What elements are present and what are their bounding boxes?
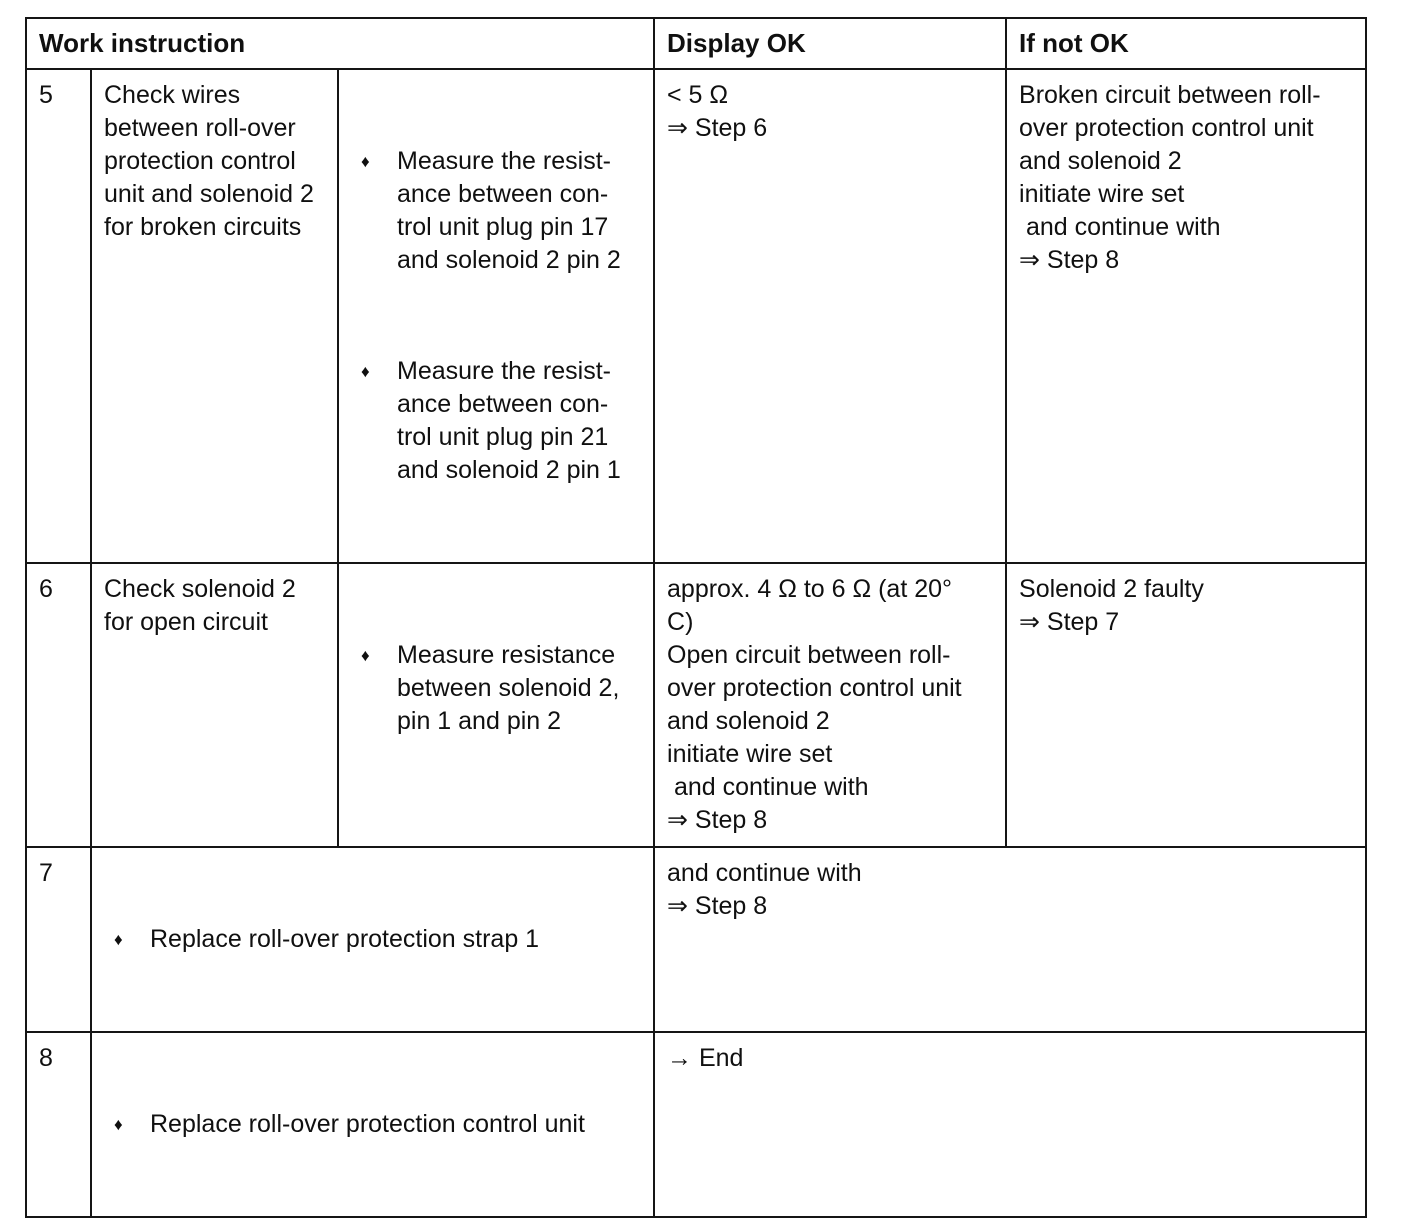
display-ok-cell: < 5 Ω ⇒ Step 6 (653, 68, 1008, 564)
action-item: ♦ Measure the resist- ance between con- … (351, 145, 641, 277)
table-row-step-8: 8 ♦ Replace roll-over protection control… (25, 1031, 1368, 1218)
actions-cell: ♦ Measure resistance between solenoid 2,… (336, 562, 656, 848)
action-item: ♦ Replace roll-over protection control u… (104, 1108, 641, 1141)
step-number: 7 (25, 846, 92, 1033)
manual-page: Work instruction Display OK If not OK 5 … (24, 17, 1368, 1218)
merged-action-cell: ♦ Replace roll-over protection strap 1 (89, 846, 656, 1033)
action-text: Measure resistance between solenoid 2, p… (397, 641, 620, 735)
table-row-step-7: 7 ♦ Replace roll-over protection strap 1… (25, 846, 1368, 1033)
table-row-step-5: 5 Check wires between roll-over protecti… (25, 68, 1368, 564)
action-text: Replace roll-over protection strap 1 (150, 925, 540, 953)
header-if-not-ok: If not OK (1005, 17, 1368, 70)
result-cell: and continue with ⇒ Step 8 (653, 846, 1368, 1033)
table-row-step-6: 6 Check solenoid 2 for open circuit ♦ Me… (25, 562, 1368, 848)
step-number: 6 (25, 562, 92, 848)
diamond-bullet-icon: ♦ (361, 362, 370, 381)
if-not-ok-cell: Broken circuit between roll- over protec… (1005, 68, 1368, 564)
task-cell: Check solenoid 2 for open circuit (90, 562, 339, 848)
task-cell: Check wires between roll-over protection… (90, 68, 339, 564)
header-display-ok: Display OK (653, 17, 1008, 70)
action-text: Measure the resist- ance between con- tr… (397, 357, 621, 484)
action-item: ♦ Replace roll-over protection strap 1 (104, 923, 641, 956)
if-not-ok-cell: Solenoid 2 faulty ⇒ Step 7 (1005, 562, 1368, 848)
diamond-bullet-icon: ♦ (114, 1115, 123, 1134)
header-work-instruction: Work instruction (24, 17, 656, 70)
actions-cell: ♦ Measure the resist- ance between con- … (336, 68, 656, 564)
diagnostic-table: Work instruction Display OK If not OK 5 … (24, 17, 1368, 1218)
action-text: Replace roll-over protection control uni… (150, 1110, 585, 1138)
result-cell: → End (653, 1031, 1368, 1218)
diamond-bullet-icon: ♦ (361, 646, 370, 665)
display-ok-cell: approx. 4 Ω to 6 Ω (at 20° C) Open circu… (653, 562, 1008, 848)
action-text: Measure the resist- ance between con- tr… (397, 147, 621, 274)
diamond-bullet-icon: ♦ (114, 930, 123, 949)
action-item: ♦ Measure the resist- ance between con- … (351, 355, 641, 487)
diamond-bullet-icon: ♦ (361, 152, 370, 171)
table-header-row: Work instruction Display OK If not OK (24, 17, 1368, 70)
step-number: 5 (25, 68, 92, 564)
step-number: 8 (25, 1031, 92, 1218)
merged-action-cell: ♦ Replace roll-over protection control u… (89, 1031, 656, 1218)
action-item: ♦ Measure resistance between solenoid 2,… (351, 639, 641, 738)
